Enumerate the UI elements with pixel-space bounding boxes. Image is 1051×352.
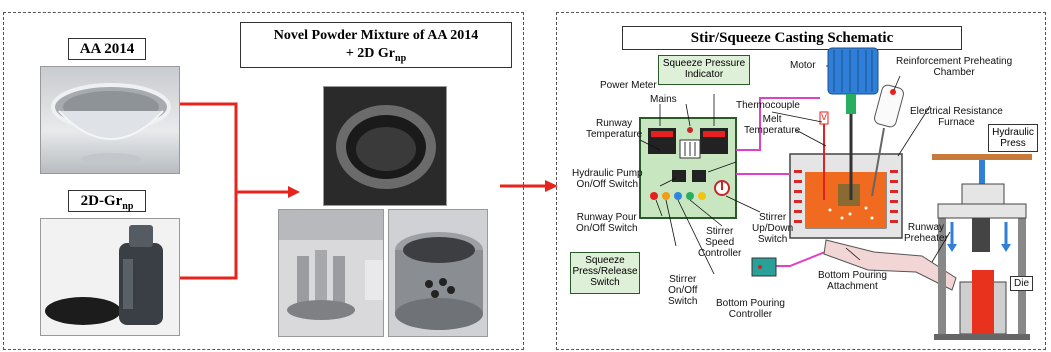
thermocouple-label: Thermocouple (736, 100, 800, 111)
squeeze-pressure-indicator-label: Squeeze Pressure Indicator (658, 55, 750, 85)
schematic-title-box: Stir/Squeeze Casting Schematic (622, 26, 962, 50)
ball-mill-photo (278, 209, 384, 337)
graphene-powder-photo (40, 218, 180, 336)
mixture-title-line2: + 2D Grnp (345, 46, 407, 64)
mixture-crucible-photo (323, 86, 447, 206)
power-meter-label: Power Meter (600, 80, 657, 91)
mains-label: Mains (650, 94, 677, 105)
mixture-title-box: Novel Powder Mixture of AA 2014 + 2D Grn… (240, 22, 512, 68)
graphene-label-box: 2D-Grnp (68, 190, 146, 212)
mixture-title-line1: Novel Powder Mixture of AA 2014 (273, 28, 479, 43)
aa2014-powder-photo (40, 66, 180, 174)
motor-label: Motor (790, 60, 816, 71)
aa2014-label-box: AA 2014 (68, 38, 146, 60)
die-label: Die (1010, 276, 1034, 291)
aa2014-label: AA 2014 (79, 41, 135, 57)
right-panel (556, 12, 1046, 350)
schematic-title: Stir/Squeeze Casting Schematic (690, 30, 894, 46)
squeeze-switch-label: Squeeze Press/Release Switch (570, 252, 640, 294)
graphene-label: 2D-Gr (80, 193, 123, 209)
voltage-mark: V (821, 112, 828, 122)
milling-jar-photo (388, 209, 488, 337)
hydraulic-press-label: Hydraulic Press (988, 124, 1038, 152)
graphene-label-sub: np (122, 201, 134, 212)
left-panel (3, 12, 524, 350)
